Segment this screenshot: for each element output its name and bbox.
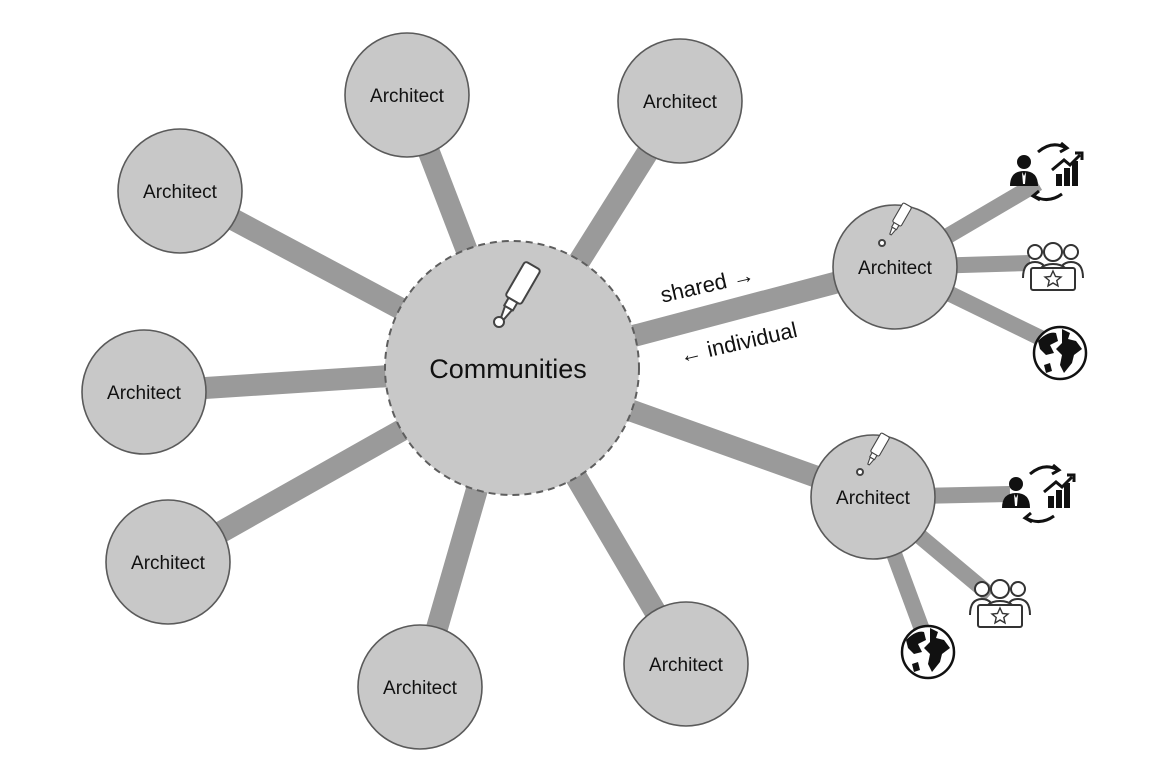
hub-circle xyxy=(384,240,640,496)
globe-icon xyxy=(900,624,956,680)
glue-drop xyxy=(856,468,864,476)
architect-node-right-upper: Architect xyxy=(832,201,958,330)
team-presentation-icon xyxy=(969,579,1031,628)
architect-node-top-left: Architect xyxy=(344,32,470,158)
communities-hub: Communities xyxy=(384,240,640,496)
architect-label: Architect xyxy=(649,655,724,676)
glue-drop xyxy=(493,316,505,328)
architect-node-right-lower: Architect xyxy=(810,431,936,560)
architect-label: Architect xyxy=(383,678,458,699)
architect-node-top-right: Architect xyxy=(617,38,743,164)
architect-label: Architect xyxy=(643,92,718,113)
hub-label: Communities xyxy=(429,354,587,384)
architect-label: Architect xyxy=(370,86,445,107)
architect-node-upper-left: Architect xyxy=(117,128,243,254)
glue-drop xyxy=(878,239,886,247)
team-growth-icon xyxy=(1000,463,1076,524)
architect-label: Architect xyxy=(836,488,911,509)
globe-icon xyxy=(1032,325,1088,381)
architect-node-left: Architect xyxy=(81,329,207,455)
architect-node-lower-left: Architect xyxy=(105,499,231,625)
team-presentation-icon xyxy=(1022,242,1084,291)
architect-label: Architect xyxy=(131,553,206,574)
architect-label: Architect xyxy=(143,182,218,203)
architect-label: Architect xyxy=(107,383,182,404)
architect-label: Architect xyxy=(858,258,933,279)
architect-node-bottom-right: Architect xyxy=(623,601,749,727)
architect-node-bottom-left: Architect xyxy=(357,624,483,750)
